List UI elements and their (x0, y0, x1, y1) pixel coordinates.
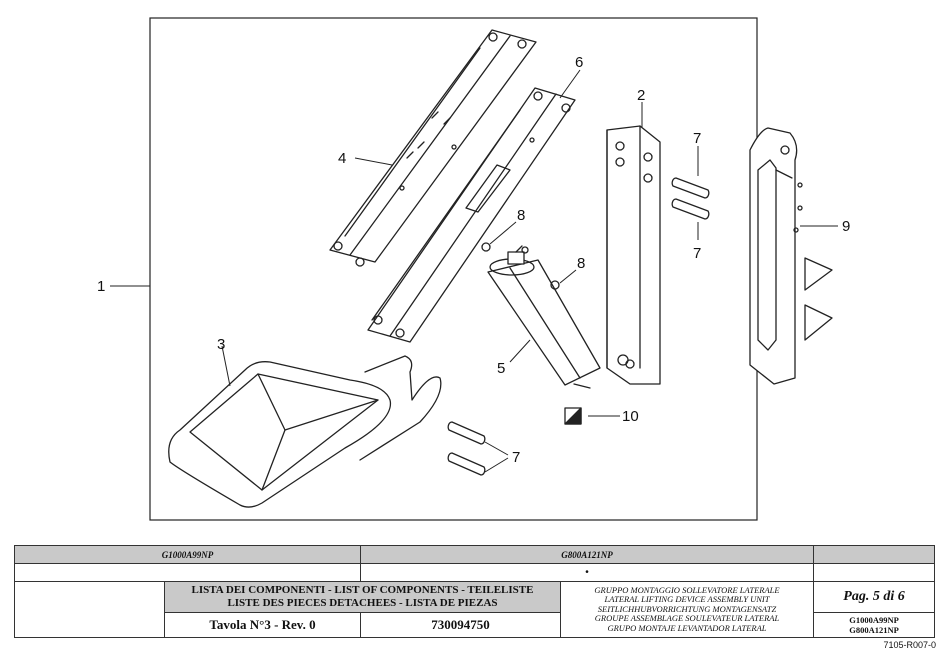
description-line: LATERAL LIFTING DEVICE ASSEMBLY UNIT (604, 594, 770, 605)
model-header-2: G800A121NP (360, 545, 814, 564)
description-line: GRUPO MONTAJE LEVANTADOR LATERAL (607, 622, 767, 633)
part-3-hopper (168, 355, 442, 508)
document-reference: 7105-R007-0 (883, 640, 936, 650)
blank-cell (14, 581, 165, 638)
part-7-pins-lower (447, 421, 486, 476)
part-10-symbol (564, 407, 582, 425)
callout-9: 9 (842, 218, 850, 235)
callout-7-middle: 7 (693, 245, 701, 262)
model-header-3 (813, 545, 935, 564)
title-block: G1000A99NP G800A121NP • LISTA DEI COMPON… (14, 545, 935, 638)
page-number: Pag. 5 di 6 (813, 581, 935, 613)
part-8-nut-upper (481, 242, 491, 252)
description-line: GRUPPO MONTAGGIO SOLLEVATORE LATERALE (594, 584, 780, 595)
list-title-line1: LISTA DEI COMPONENTI - LIST OF COMPONENT… (191, 584, 534, 596)
callout-5: 5 (497, 360, 505, 377)
description-line: GROUPE ASSEMBLAGE SOULEVATEUR LATERAL (594, 613, 780, 624)
model-mark-3 (813, 563, 935, 582)
callout-3: 3 (217, 336, 225, 353)
model-code: G1000A99NP (849, 615, 899, 625)
callout-10: 10 (622, 408, 639, 425)
part-5-hydraulic-cylinder (487, 245, 601, 389)
table-reference: Tavola N°3 - Rev. 0 (164, 612, 361, 638)
callout-8-lower: 8 (577, 255, 585, 272)
part-6-long-plate (367, 87, 576, 343)
part-number: 730094750 (360, 612, 561, 638)
callout-7-lower: 7 (512, 449, 520, 466)
list-title-line2: LISTE DES PIECES DETACHEES - LISTA DE PI… (227, 597, 498, 609)
callout-2: 2 (637, 87, 645, 104)
part-2-vertical-channel (606, 125, 661, 385)
model-mark-2: • (360, 563, 814, 582)
model-codes: G1000A99NP G800A121NP (813, 612, 935, 638)
part-4-long-bracket (329, 29, 537, 267)
model-code: G800A121NP (849, 625, 899, 635)
model-mark-1 (14, 563, 361, 582)
leader-lines (110, 69, 838, 473)
callout-4: 4 (338, 150, 346, 167)
part-8-nut-lower (550, 280, 560, 290)
list-title: LISTA DEI COMPONENTI - LIST OF COMPONENT… (164, 581, 561, 613)
callout-8-upper: 8 (517, 207, 525, 224)
part-7-pins-right (671, 177, 710, 220)
model-header-1: G1000A99NP (14, 545, 361, 564)
callout-7-upper: 7 (693, 130, 701, 147)
description-line: SEITLICHHUBVORRICHTUNG MONTAGENSATZ (597, 603, 777, 614)
part-9-side-frame (749, 127, 833, 385)
exploded-view-drawing: 1 4 6 2 7 7 8 8 9 5 3 10 7 (97, 17, 850, 521)
assembly-description: GRUPPO MONTAGGIO SOLLEVATORE LATERALE LA… (560, 581, 814, 638)
callout-6: 6 (575, 54, 583, 71)
callout-1: 1 (97, 278, 105, 295)
